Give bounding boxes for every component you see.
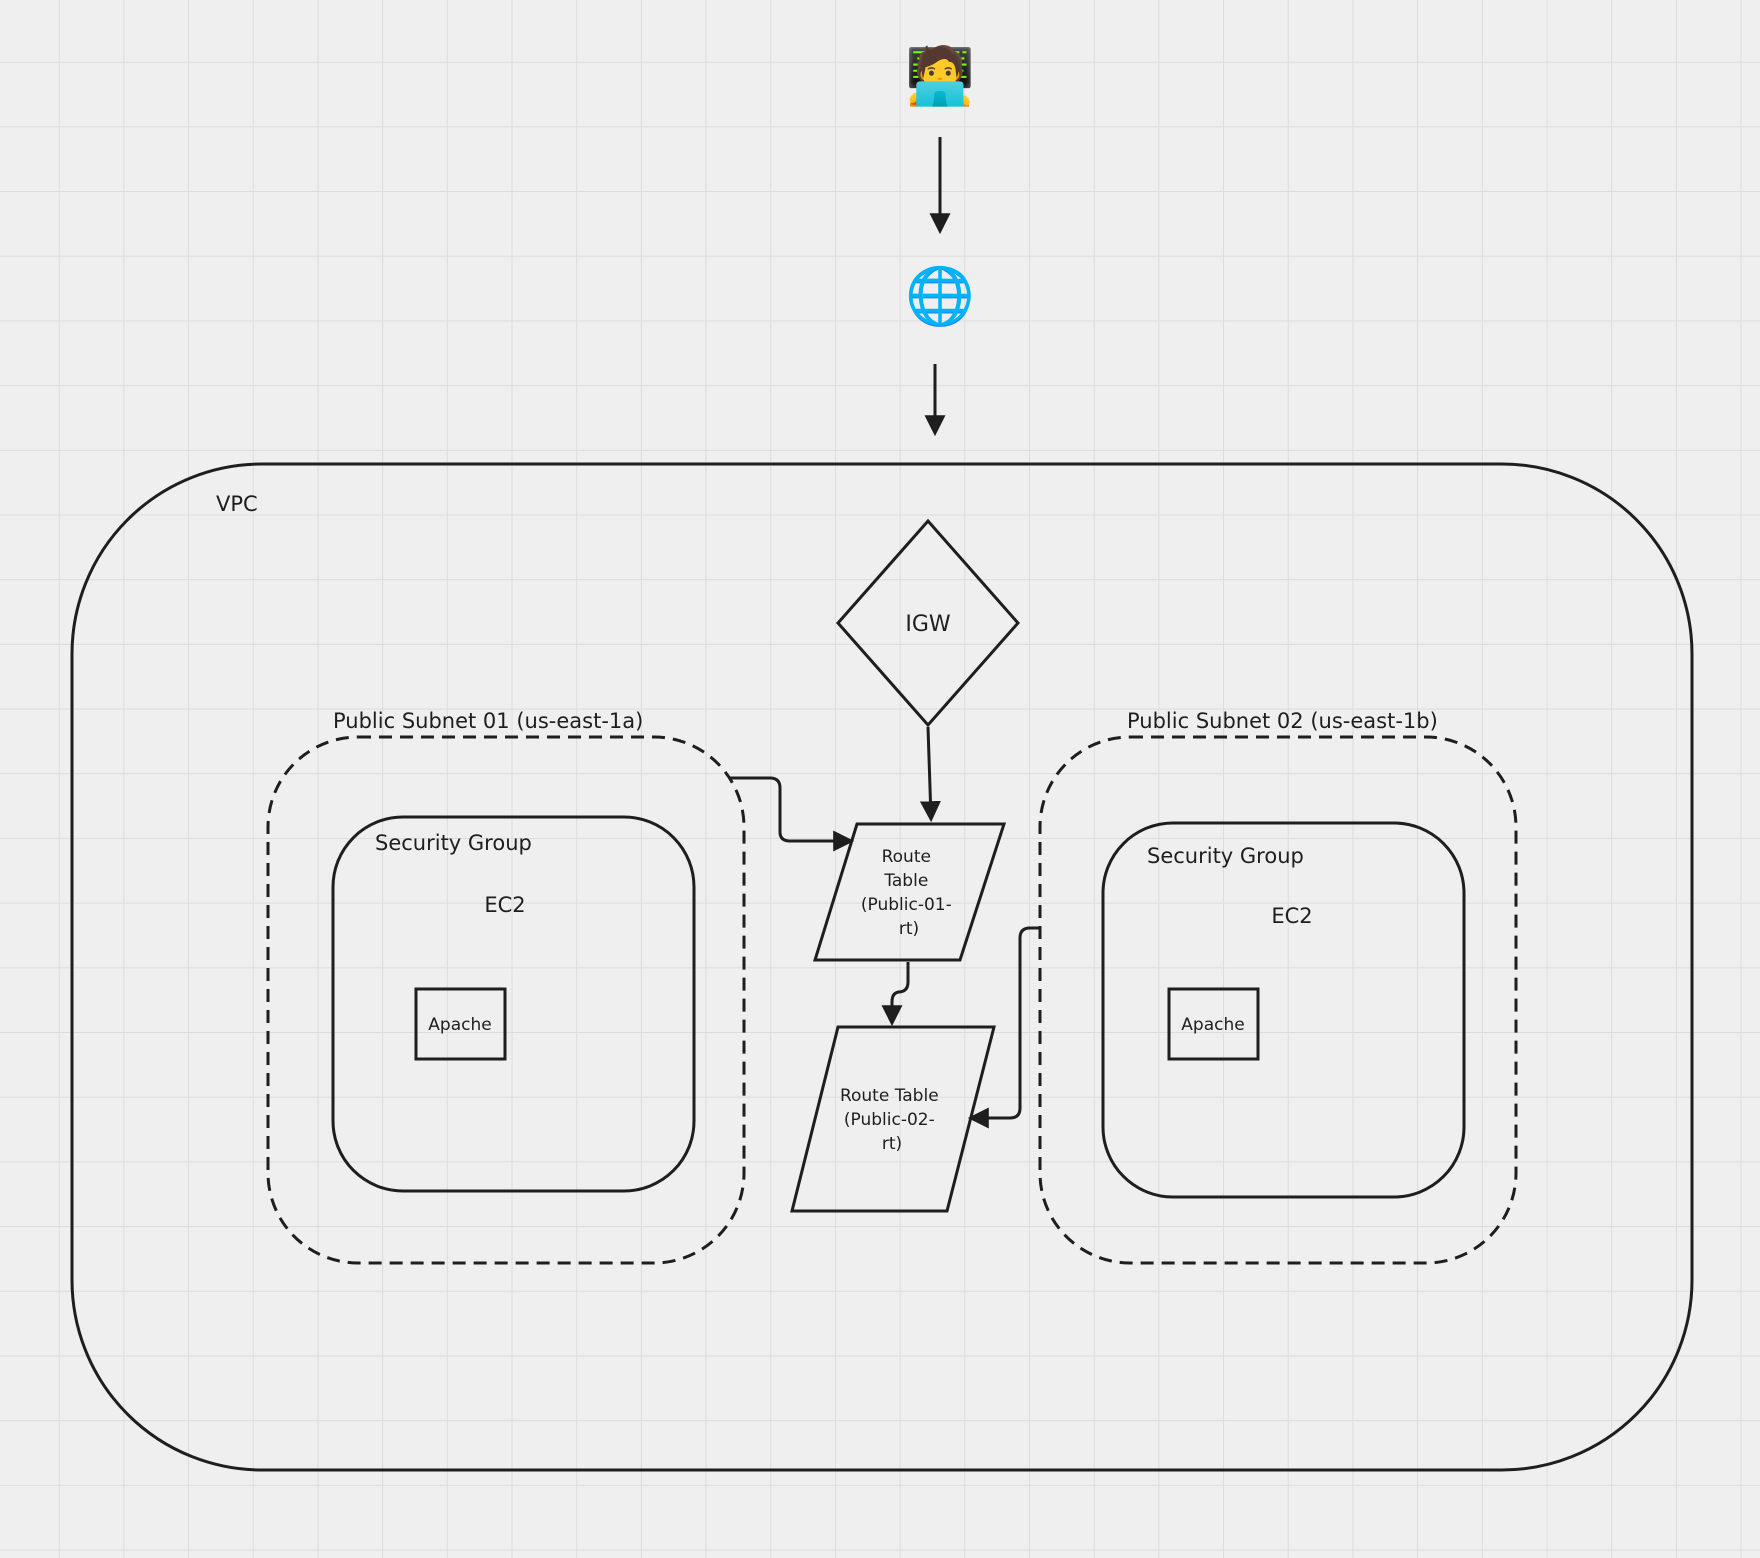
apache-02-box[interactable] bbox=[1167, 987, 1260, 1061]
apache-01-box[interactable] bbox=[414, 987, 507, 1061]
arrow-subnet-01-to-route-table-01 bbox=[730, 776, 855, 852]
route-table-02[interactable] bbox=[790, 1025, 996, 1213]
arrow-igw-to-route-table-01 bbox=[919, 726, 941, 823]
ec2-02-label: EC2 bbox=[1271, 904, 1312, 928]
public-subnet-01-label: Public Subnet 01 (us-east-1a) bbox=[333, 709, 643, 733]
public-subnet-01[interactable] bbox=[266, 735, 746, 1265]
route-table-01[interactable] bbox=[812, 822, 1007, 962]
route-table-02-label: Route Table (Public-02- rt) bbox=[840, 1086, 944, 1154]
apache-01-label: Apache bbox=[428, 1015, 491, 1035]
ec2-01-label: EC2 bbox=[484, 893, 525, 917]
developer-laptop-icon: 🧑‍💻 bbox=[905, 42, 975, 109]
route-table-01-label: Route Table (Public-01- rt) bbox=[861, 847, 957, 939]
security-group-02-label: Security Group bbox=[1147, 844, 1304, 868]
arrow-subnet-02-to-route-table-02 bbox=[967, 926, 1040, 1129]
apache-02-label: Apache bbox=[1181, 1015, 1244, 1035]
arrow-route-table-01-to-route-table-02 bbox=[881, 962, 910, 1027]
vpc-label: VPC bbox=[216, 492, 258, 516]
igw-label: IGW bbox=[905, 612, 951, 637]
igw-node[interactable] bbox=[835, 518, 1021, 728]
globe-icon: 🌐 bbox=[905, 264, 975, 329]
vpc-container[interactable] bbox=[70, 462, 1694, 1472]
security-group-01[interactable] bbox=[331, 815, 696, 1193]
security-group-02[interactable] bbox=[1101, 821, 1466, 1199]
public-subnet-02-label: Public Subnet 02 (us-east-1b) bbox=[1127, 709, 1438, 733]
public-subnet-02[interactable] bbox=[1038, 735, 1518, 1265]
security-group-01-label: Security Group bbox=[375, 831, 532, 855]
